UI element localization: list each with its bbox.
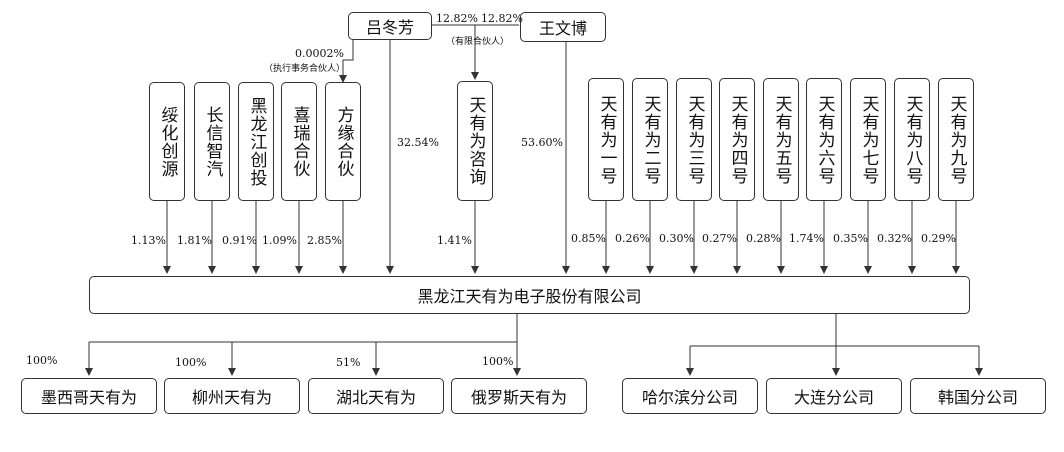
pct-tyw-3: 0.30%: [659, 232, 694, 245]
pct-tyw-5: 0.28%: [746, 232, 781, 245]
shareholder-tianyouwei-2: 天有为二号: [632, 78, 668, 201]
zixun-partner-note: （有限合伙人）: [446, 37, 510, 47]
shareholder-heilongjiang-chuangtou: 黑龙江创投: [238, 82, 274, 201]
pct-tyw-7: 0.35%: [833, 232, 868, 245]
shareholder-tianyouwei-7: 天有为七号: [850, 78, 886, 201]
shareholder-tianyouwei-8: 天有为八号: [894, 78, 930, 201]
shareholder-xirui-hehuo: 喜瑞合伙: [281, 82, 317, 201]
main-company: 黑龙江天有为电子股份有限公司: [89, 276, 970, 314]
pct-suihua: 1.13%: [131, 234, 166, 247]
branch-korea: 韩国分公司: [910, 378, 1046, 414]
lv-stake-in-zixun: 12.82%: [436, 12, 478, 25]
shareholder-suihua-chuangyuan: 绥化创源: [149, 82, 185, 201]
pct-xirui: 1.09%: [262, 234, 297, 247]
pct-tyw-9: 0.29%: [921, 232, 956, 245]
shareholder-tianyouwei-zixun: 天有为咨询: [457, 81, 493, 201]
shareholder-tianyouwei-1: 天有为一号: [588, 78, 624, 201]
pct-tyw-6: 1.74%: [789, 232, 824, 245]
shareholder-changxin-zhiqi: 长信智汽: [194, 82, 230, 201]
subsidiary-russia: 俄罗斯天有为: [451, 378, 587, 414]
pct-sub-hubei: 51%: [336, 356, 361, 369]
subsidiary-mexico: 墨西哥天有为: [21, 378, 157, 414]
pct-sub-mexico: 100%: [26, 354, 58, 367]
lv-direct-pct: 32.54%: [397, 136, 439, 149]
shareholder-tianyouwei-5: 天有为五号: [763, 78, 799, 201]
pct-tyw-1: 0.85%: [571, 232, 606, 245]
person-lv-label: 吕冬芳: [365, 18, 414, 37]
fangyuan-partner-note: （执行事务合伙人）: [264, 64, 346, 74]
shareholder-tianyouwei-4: 天有为四号: [719, 78, 755, 201]
pct-changxin: 1.81%: [177, 234, 212, 247]
subsidiary-liuzhou: 柳州天有为: [164, 378, 300, 414]
shareholder-tianyouwei-3: 天有为三号: [676, 78, 712, 201]
pct-tyw-2: 0.26%: [615, 232, 650, 245]
person-lv-dongfang: 吕冬芳: [348, 12, 432, 40]
person-wang-label: 王文博: [538, 19, 587, 38]
wang-stake-in-zixun: 12.82%: [481, 12, 523, 25]
branch-dalian: 大连分公司: [766, 378, 902, 414]
lv-stake-in-fangyuan: 0.0002%: [295, 47, 344, 60]
company-name: 黑龙江天有为电子股份有限公司: [417, 287, 642, 306]
shareholder-tianyouwei-6: 天有为六号: [806, 78, 842, 201]
branch-harbin: 哈尔滨分公司: [622, 378, 758, 414]
pct-zixun: 1.41%: [437, 234, 472, 247]
pct-fangyuan: 2.85%: [307, 234, 342, 247]
person-wang-wenbo: 王文博: [520, 12, 606, 42]
pct-tyw-8: 0.32%: [877, 232, 912, 245]
pct-tyw-4: 0.27%: [702, 232, 737, 245]
wang-direct-pct: 53.60%: [521, 136, 563, 149]
pct-sub-liuzhou: 100%: [175, 356, 207, 369]
pct-heilongjiang-chuangtou: 0.91%: [222, 234, 257, 247]
pct-sub-russia: 100%: [482, 355, 514, 368]
shareholder-fangyuan-hehuo: 方缘合伙: [325, 82, 361, 201]
subsidiary-hubei: 湖北天有为: [308, 378, 444, 414]
shareholder-tianyouwei-9: 天有为九号: [938, 78, 974, 201]
